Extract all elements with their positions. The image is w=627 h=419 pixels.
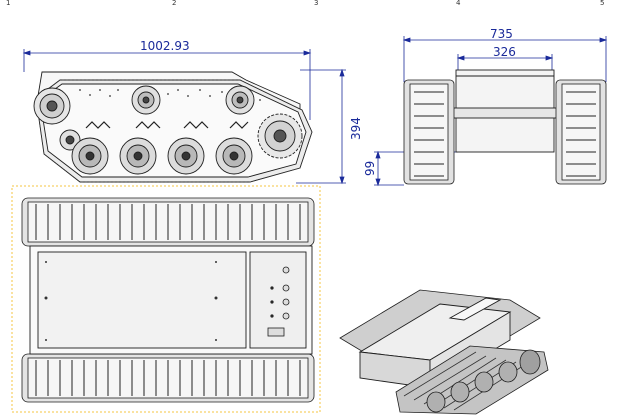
zone-label-3: 3 [314,0,319,7]
zone-label-2: 2 [172,0,177,7]
front-view-body [449,69,561,153]
zone-label-4: 4 [456,0,461,7]
top-view-chassis [29,245,313,355]
top-view-tread-links [35,204,301,396]
side-view-rear-sprocket [33,87,71,125]
top-view-control-panel [267,266,290,337]
front-view-tread-pattern [414,91,596,177]
zone-label-5: 5 [600,0,605,7]
iso-wheels [426,349,541,413]
top-view-selection-box [11,185,321,413]
side-view-drive-sprocket [257,113,303,159]
top-view-bolts [44,261,218,341]
side-view-road-wheels [71,137,253,175]
side-view-dimension-lines [22,49,346,185]
zone-label-1: 1 [6,0,11,7]
dimension-front-width: 735 [490,27,513,41]
dimension-front-body-width: 326 [493,45,516,59]
side-view-track-links [35,79,313,183]
side-view-top-rollers [59,85,255,151]
side-view-holes [79,89,261,101]
dimension-side-length: 1002.93 [140,39,190,53]
side-view-springs [85,121,249,129]
